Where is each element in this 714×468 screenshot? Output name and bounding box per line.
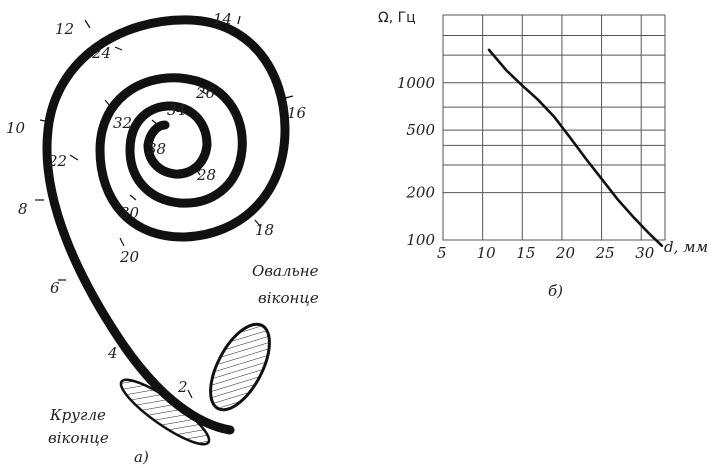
x-tick-label: 5	[437, 244, 447, 262]
mark-30: 30	[120, 204, 140, 222]
x-tick-label: 10	[477, 244, 497, 262]
mark-34: 34	[167, 101, 186, 119]
caption-a: а)	[134, 448, 149, 466]
x-axis-label: d, мм	[664, 238, 708, 256]
x-tick-label: 15	[516, 244, 535, 262]
y-tick-label: 500	[406, 121, 435, 139]
round-window	[114, 371, 216, 453]
mark-24: 24	[91, 44, 111, 62]
chart-series-line	[489, 50, 662, 246]
y-tick-label: 200	[405, 184, 435, 202]
y-tick-label: 1000	[397, 74, 436, 92]
mark-14: 14	[213, 10, 232, 28]
round-window-label-line2: віконце	[48, 429, 109, 447]
mark-16: 16	[287, 104, 307, 122]
x-tick-label: 30	[635, 244, 655, 262]
frequency-chart: 5 10 15 20 25 30 100 200 500 1000 Ω, Гц d, мм б)	[378, 10, 708, 300]
x-tick-label: 25	[595, 244, 615, 262]
chart-frame	[443, 15, 665, 240]
mark-38: 38	[147, 140, 166, 158]
y-axis-label: Ω, Гц	[378, 10, 416, 26]
mark-32: 32	[113, 114, 132, 132]
mark-8: 8	[18, 200, 28, 218]
round-window-label-line1: Кругле	[49, 406, 106, 424]
oval-window-label-line1: Овальне	[252, 262, 319, 280]
x-tick-label: 20	[555, 244, 576, 262]
oval-window-label-line2: віконце	[258, 289, 319, 307]
chart-tick-labels: 5 10 15 20 25 30 100 200 500 1000	[397, 74, 655, 262]
mark-12: 12	[55, 20, 74, 38]
mark-26: 26	[195, 84, 216, 102]
mark-10: 10	[6, 119, 26, 137]
mark-18: 18	[255, 221, 274, 239]
chart-grid	[443, 15, 665, 240]
mark-4: 4	[107, 344, 118, 362]
mark-28: 28	[196, 166, 216, 184]
mark-20: 20	[119, 248, 140, 266]
mark-22: 22	[47, 152, 67, 170]
cochlea-diagram: 2 4 6 8 10 12 14 16 18 20 22 24 26 28 30…	[6, 10, 319, 466]
mark-2: 2	[177, 378, 188, 396]
y-tick-label: 100	[406, 231, 435, 249]
mark-6: 6	[50, 279, 60, 297]
oval-window	[199, 315, 282, 419]
caption-b: б)	[548, 282, 563, 300]
